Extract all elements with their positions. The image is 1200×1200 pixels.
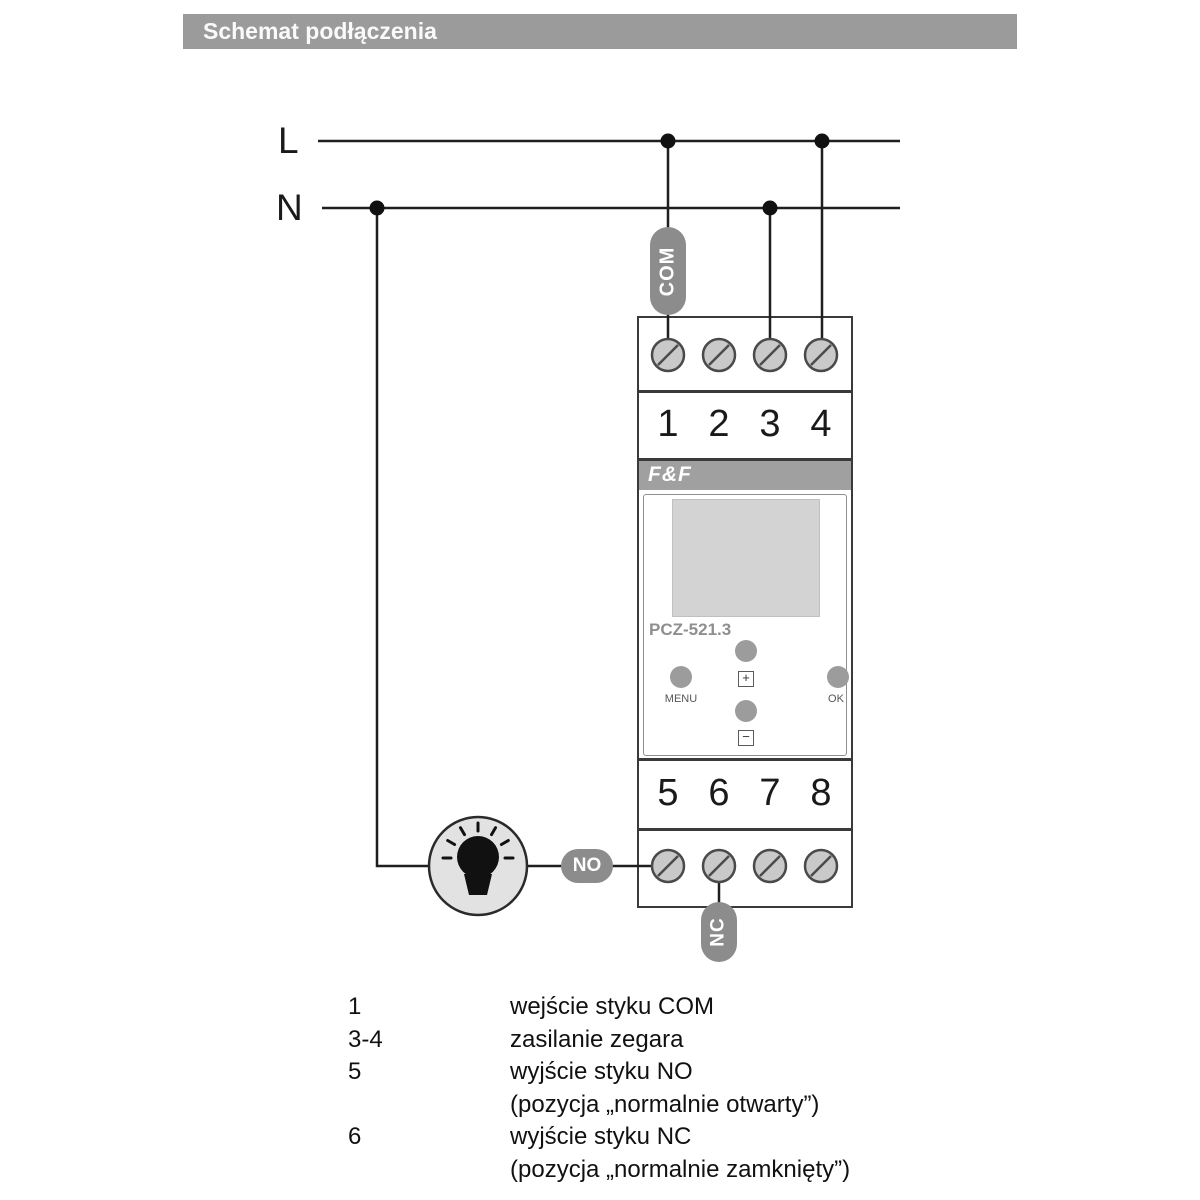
- ok-button[interactable]: [827, 666, 849, 688]
- terminal-number-8: 8: [810, 772, 832, 814]
- brand-stripe: F&F: [639, 460, 851, 490]
- legend-num: 6: [348, 1123, 362, 1150]
- brand-logo: F&F: [648, 463, 692, 486]
- legend-text: wyjście styku NO: [510, 1058, 693, 1085]
- device-divider-2: [637, 458, 853, 461]
- legend-text: wejście styku COM: [510, 993, 715, 1020]
- minus-button[interactable]: [735, 700, 757, 722]
- lamp-rays: [441, 821, 515, 860]
- wires: [318, 139, 900, 915]
- terminal-number-5: 5: [657, 772, 679, 814]
- line-l-label: L: [278, 120, 299, 161]
- legend-num: 1: [348, 993, 362, 1020]
- minus-button-label: −: [738, 730, 754, 746]
- wire-N-to-lamp-to-terminal5: [375, 208, 668, 868]
- terminal-number-3: 3: [759, 403, 781, 445]
- com-pill: COM: [650, 227, 686, 315]
- menu-button[interactable]: [670, 666, 692, 688]
- plus-button-label: +: [738, 671, 754, 687]
- legend: 1 wejście styku COM 3-4 zasilanie zegara…: [348, 991, 850, 1186]
- plus-button[interactable]: [735, 640, 757, 662]
- terminal-number-6: 6: [708, 772, 730, 814]
- no-pill-label: NO: [572, 855, 602, 876]
- com-pill-label: COM: [656, 246, 679, 296]
- terminal-number-2: 2: [708, 403, 730, 445]
- legend-num: 3-4: [348, 1025, 383, 1053]
- front-panel: [643, 494, 847, 756]
- lamp-symbol: [427, 815, 529, 917]
- model-label: PCZ-521.3: [649, 620, 732, 639]
- ok-button-label: OK: [828, 693, 844, 705]
- device-divider-4: [637, 828, 853, 831]
- legend-text: zasilanie zegara: [510, 1025, 684, 1053]
- terminal-number-1: 1: [657, 403, 679, 445]
- terminal-screws: [650, 337, 839, 884]
- nc-pill-label: NC: [707, 917, 729, 947]
- nc-pill: NC: [701, 902, 737, 962]
- legend-text: wyjście styku NC: [510, 1123, 692, 1150]
- legend-num: [348, 1089, 510, 1122]
- device-divider-1: [637, 390, 853, 393]
- no-pill: NO: [561, 849, 613, 883]
- legend-text: (pozycja „normalnie zamknięty”): [510, 1155, 851, 1183]
- line-n-label: N: [276, 187, 303, 228]
- legend-num: 5: [348, 1058, 362, 1085]
- menu-button-label: MENU: [664, 693, 698, 705]
- legend-text: (pozycja „normalnie otwarty”): [510, 1090, 820, 1118]
- junction-dots: [369, 133, 830, 216]
- lcd-display: [672, 499, 820, 617]
- device-divider-3: [637, 758, 853, 761]
- terminal-number-7: 7: [759, 772, 781, 814]
- legend-num: [348, 1154, 510, 1187]
- page-title: Schemat podłączenia: [183, 14, 1017, 49]
- terminal-number-4: 4: [810, 403, 832, 445]
